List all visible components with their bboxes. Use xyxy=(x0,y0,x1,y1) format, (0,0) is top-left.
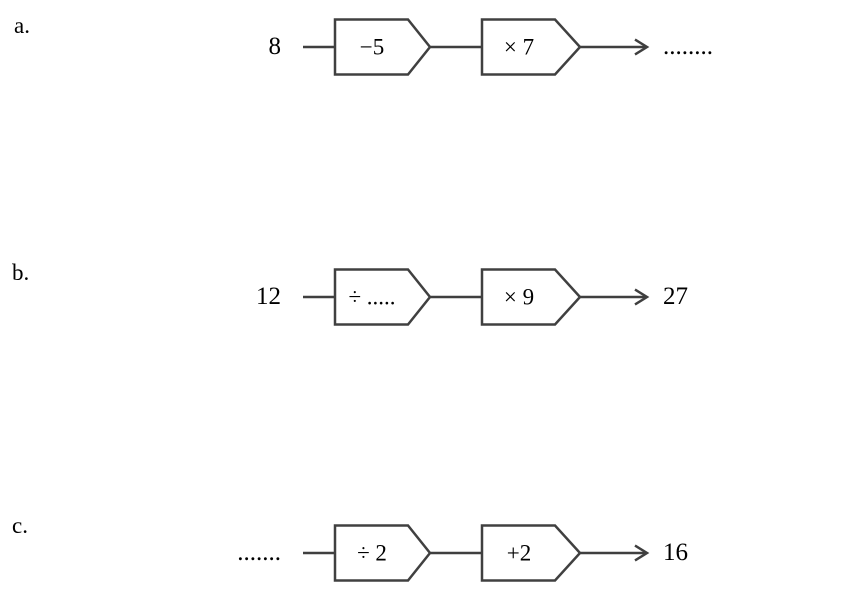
output-value-a: ........ xyxy=(663,33,713,60)
arrowhead-icon xyxy=(634,38,650,56)
item-label-c: c. xyxy=(12,513,28,538)
machine-chain-b: ÷ ..... × 9 xyxy=(303,268,650,326)
machine-operation-1: ÷ 2 xyxy=(357,541,387,566)
input-value-c: ....... xyxy=(237,539,281,566)
item-label-b: b. xyxy=(12,260,30,285)
machine-operation-2: +2 xyxy=(507,541,531,566)
machine-box-2 xyxy=(480,524,582,582)
arrowhead-icon xyxy=(634,544,650,562)
machine-box-2 xyxy=(480,18,582,76)
machine-operation-2: × 7 xyxy=(504,35,534,60)
machine-box-2 xyxy=(480,268,582,326)
output-value-c: 16 xyxy=(663,539,688,566)
input-value-a: 8 xyxy=(268,33,282,60)
item-label-a: a. xyxy=(14,13,30,38)
machine-box-1 xyxy=(333,18,432,76)
output-value-b: 27 xyxy=(663,283,688,310)
arrowhead-icon xyxy=(634,288,650,306)
machine-box-1 xyxy=(333,524,432,582)
machine-chain-c: ÷ 2 +2 xyxy=(303,524,650,582)
machine-box-1 xyxy=(333,268,432,326)
machine-operation-1: −5 xyxy=(360,35,384,60)
machine-operation-2: × 9 xyxy=(504,285,534,310)
machine-chain-a: −5 × 7 xyxy=(303,18,650,76)
input-value-b: 12 xyxy=(256,283,281,310)
machine-operation-1: ÷ ..... xyxy=(348,285,395,310)
